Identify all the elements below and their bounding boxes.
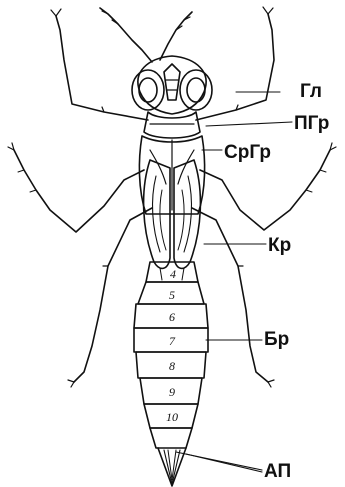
label-mesothorax: СрГр bbox=[224, 143, 271, 162]
segment-numbers: 4 5 6 7 8 9 10 bbox=[166, 267, 178, 424]
antennae bbox=[100, 8, 192, 62]
segment-label: 5 bbox=[169, 288, 175, 302]
segment-label: 10 bbox=[166, 410, 178, 424]
label-abdomen: Бр bbox=[264, 330, 289, 349]
segment-label: 9 bbox=[169, 385, 175, 399]
segment-label: 6 bbox=[169, 310, 175, 324]
label-prothorax: ПГр bbox=[294, 114, 329, 133]
segment-label: 4 bbox=[170, 267, 176, 281]
label-wings: Кр bbox=[268, 236, 291, 255]
label-head: Гл bbox=[300, 82, 322, 101]
head bbox=[132, 56, 212, 114]
thorax bbox=[139, 136, 204, 214]
segment-label: 8 bbox=[169, 359, 175, 373]
segment-label: 7 bbox=[169, 334, 176, 348]
prothorax bbox=[144, 112, 200, 138]
label-anal-pyramid: АП bbox=[264, 462, 291, 481]
